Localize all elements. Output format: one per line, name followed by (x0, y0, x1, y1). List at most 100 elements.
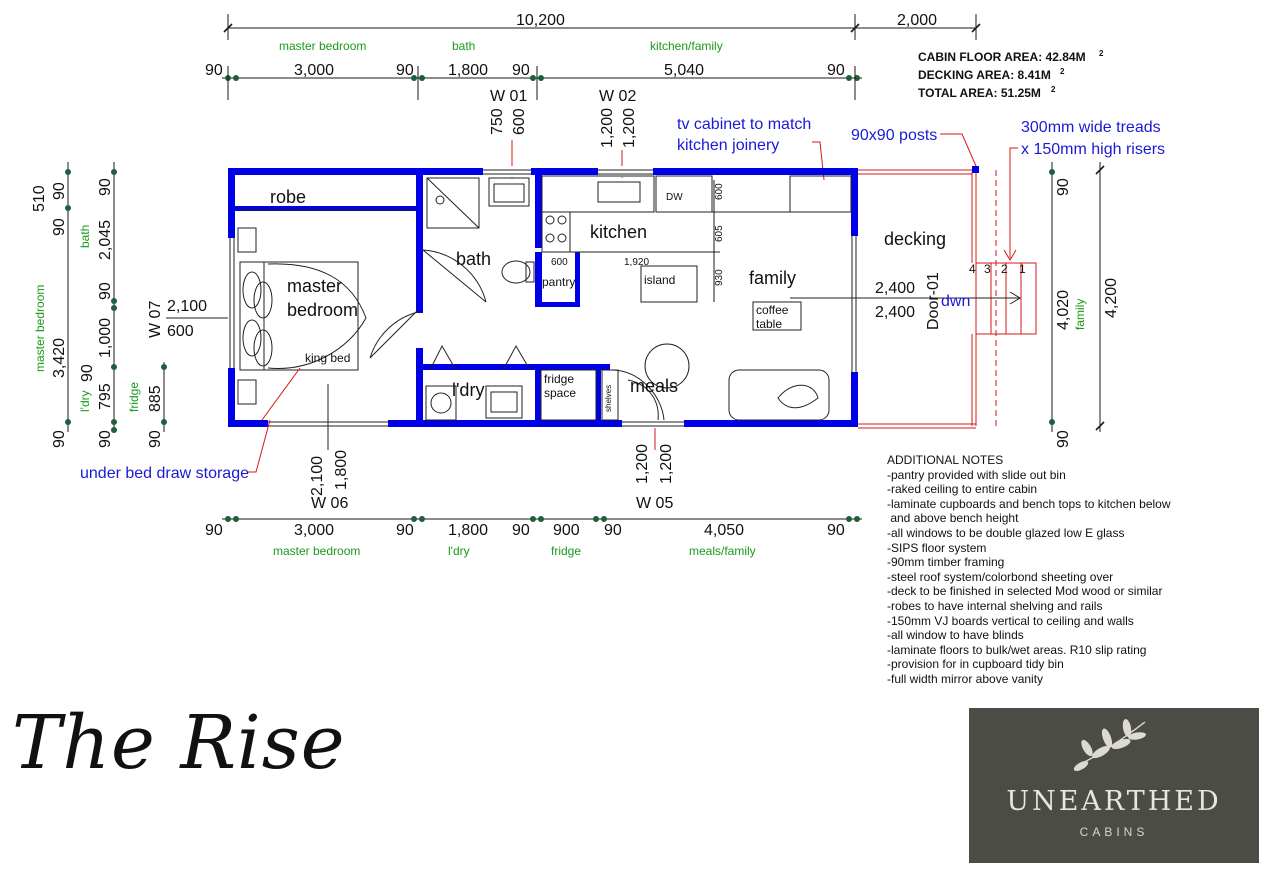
right-dim-4020: 4,020 (1055, 290, 1072, 330)
area-superscript: 2 (1099, 49, 1104, 58)
fridge-space-label: fridge (544, 372, 574, 386)
king-bed-label: king bed (305, 351, 350, 365)
bottom-wall-dimension-d: 90 (604, 522, 622, 539)
door-01-label: Door-01 (925, 272, 942, 330)
bottom-wall-dimension-a: 90 (205, 522, 223, 539)
kitchen-dim-600: 600 (551, 257, 568, 268)
left-dim-90: 90 (79, 364, 96, 382)
left-dimension-lines (65, 162, 167, 433)
window-w02-height: 1,200 (599, 108, 616, 148)
cabin-floor-area: CABIN FLOOR AREA: 42.84M (918, 50, 1086, 64)
window-w05-label: W 05 (636, 495, 673, 512)
bottom-dimension-lines (222, 516, 862, 522)
window-w01-width: 600 (511, 108, 528, 135)
room-label-kitchen: kitchen (590, 222, 647, 242)
right-dim-4200: 4,200 (1103, 278, 1120, 318)
top-wall-dimension-c: 90 (512, 62, 530, 79)
plan-title: The Rise (12, 700, 346, 786)
total-area: TOTAL AREA: 51.25M (918, 86, 1041, 100)
note-item: -all window to have blinds (887, 628, 1024, 643)
bottom-label-ldry: l'dry (448, 544, 470, 558)
coffee-table-label-line2: table (756, 317, 782, 331)
note-item: -robes to have internal shelving and rai… (887, 598, 1103, 613)
additional-notes: ADDITIONAL NOTES -pantry provided with s… (887, 453, 1217, 687)
step-number-1: 1 (1019, 262, 1026, 276)
deck-length-dimension: 2,000 (897, 12, 937, 29)
room-label-bedroom: bedroom (287, 300, 358, 320)
window-w06-width: 1,800 (333, 450, 350, 490)
right-dim-90: 90 (1055, 178, 1072, 196)
olive-branch-icon (1073, 719, 1146, 772)
treads-callout-line2: x 150mm high risers (1021, 141, 1165, 158)
top-label-kitchen-family: kitchen/family (650, 39, 723, 53)
treads-callout: 300mm wide treads (1021, 119, 1161, 136)
brand-subtitle: CABINS (1079, 825, 1149, 839)
room-label-master: master (287, 276, 342, 296)
left-dim-1000: 1,000 (97, 318, 114, 358)
note-item: -raked ceiling to entire cabin (887, 482, 1038, 497)
shelves-label: shelves (604, 385, 613, 412)
bottom-wall-dimension-b: 90 (396, 522, 414, 539)
overall-length-dimension: 10,200 (516, 12, 565, 29)
area-superscript: 2 (1060, 67, 1065, 76)
left-dim-90: 90 (51, 218, 68, 236)
dishwasher-label: DW (666, 192, 683, 203)
room-label-decking: decking (884, 229, 946, 249)
window-w07-label: W 07 (147, 301, 164, 338)
right-dim-90: 90 (1055, 430, 1072, 448)
note-item: -pantry provided with slide out bin (887, 467, 1066, 482)
left-dim-885: 885 (147, 385, 164, 412)
left-dim-90: 90 (51, 182, 68, 200)
window-w01-height: 750 (489, 108, 506, 135)
island-label: island (644, 273, 675, 287)
note-item: -150mm VJ boards vertical to ceiling and… (887, 613, 1134, 628)
fridge-space-label-line2: space (544, 386, 576, 400)
area-superscript: 2 (1051, 85, 1056, 94)
left-label-fridge: fridge (127, 382, 141, 412)
room-label-family: family (749, 268, 796, 288)
window-w05-width: 1,200 (658, 444, 675, 484)
bottom-ldry-dimension: 1,800 (448, 522, 488, 539)
kitchen-dim-1920: 1,920 (624, 257, 649, 268)
top-dimension-lines (222, 14, 981, 100)
room-label-robe: robe (270, 187, 306, 207)
bottom-meals-dimension: 4,050 (704, 522, 744, 539)
step-number-2: 2 (1001, 262, 1008, 276)
top-wall-dimension-b: 90 (396, 62, 414, 79)
room-label-bath: bath (456, 249, 491, 269)
bottom-wall-dimension-e: 90 (827, 522, 845, 539)
bottom-fridge-dimension: 900 (553, 522, 580, 539)
window-w05-height: 1,200 (634, 444, 651, 484)
top-kitchen-dimension: 5,040 (664, 62, 704, 79)
window-w06-label: W 06 (311, 495, 348, 512)
left-label-master-bedroom: master bedroom (33, 285, 47, 372)
window-w01-label: W 01 (490, 88, 527, 105)
note-item: -laminate floors to bulk/wet areas. R10 … (887, 642, 1147, 657)
left-dim-90: 90 (147, 430, 164, 448)
brand-logo: UNEARTHED CABINS (969, 708, 1259, 863)
window-w02-width: 1,200 (621, 108, 638, 148)
right-dimension-lines (1049, 162, 1105, 432)
left-dim-90: 90 (51, 430, 68, 448)
top-bath-dimension: 1,800 (448, 62, 488, 79)
coffee-table-label: coffee (756, 303, 789, 317)
kitchen-dim-600-vertical: 600 (714, 183, 725, 200)
top-label-master-bedroom: master bedroom (279, 39, 366, 53)
tv-cabinet-callout-line2: kitchen joinery (677, 137, 779, 154)
note-item: -laminate cupboards and bench tops to ki… (887, 496, 1171, 511)
note-item: -full width mirror above vanity (887, 671, 1044, 686)
notes-heading: ADDITIONAL NOTES (887, 453, 1004, 467)
note-item: -steel roof system/colorbond sheeting ov… (887, 569, 1114, 584)
left-dim-795: 795 (97, 383, 114, 410)
bottom-label-master-bedroom: master bedroom (273, 544, 360, 558)
left-label-bath: bath (78, 225, 92, 248)
window-w02-label: W 02 (599, 88, 636, 105)
interior-walls (228, 168, 610, 427)
room-label-pantry: pantry (542, 275, 575, 289)
note-item: and above bench height (887, 511, 1019, 526)
note-item: -all windows to be double glazed low E g… (887, 525, 1125, 540)
left-dim-90: 90 (97, 178, 114, 196)
kitchen-dim-930: 930 (714, 269, 725, 286)
